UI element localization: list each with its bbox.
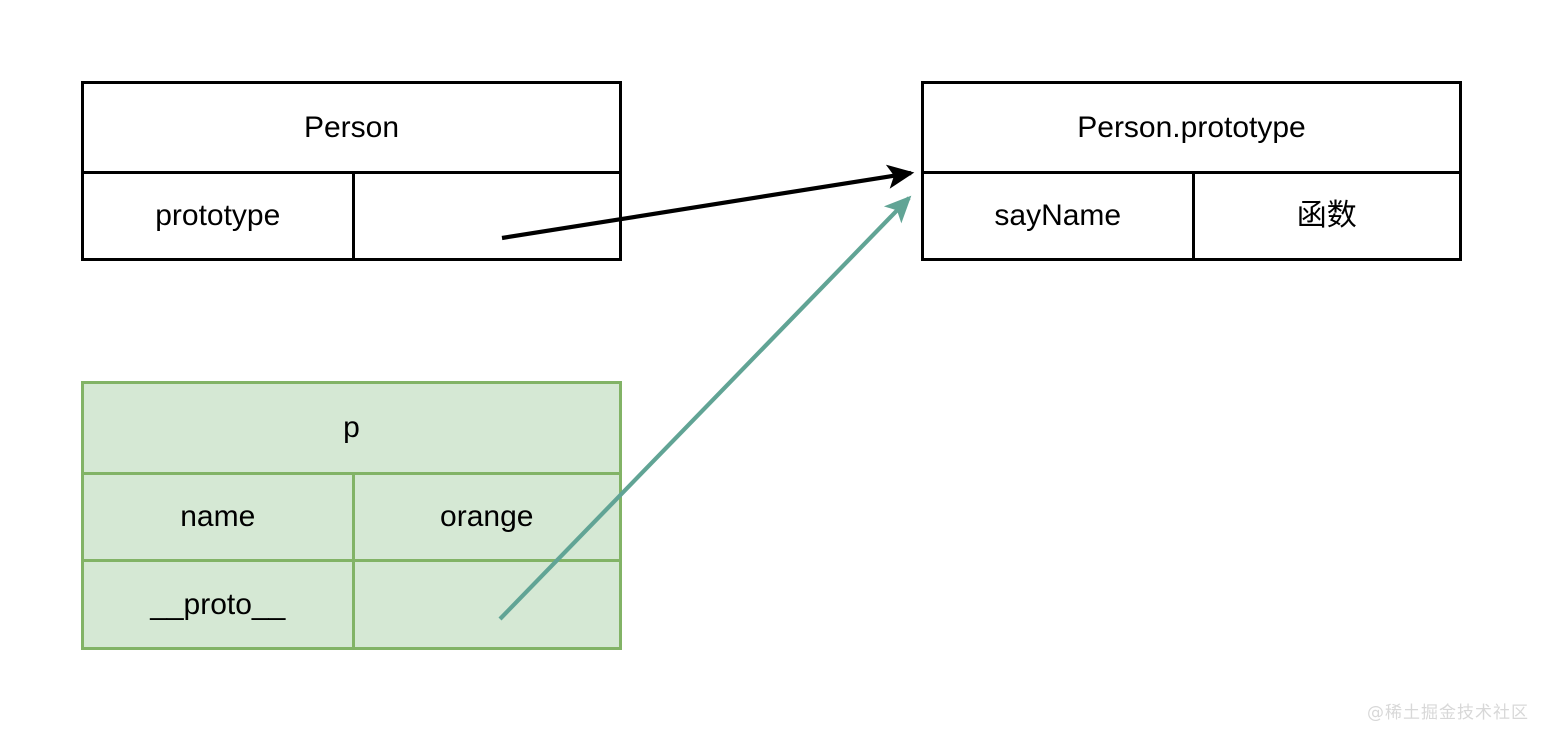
instance-p-name-value-cell: orange [351, 474, 620, 560]
sayname-key-cell: sayName [994, 199, 1122, 232]
person-box: Person prototype [81, 81, 622, 261]
person-prototype-key-cell: prototype [155, 199, 281, 232]
instance-p-name-row: name orange [84, 471, 620, 560]
sayname-value-cell: 函数 [1191, 174, 1460, 258]
person-box-property-row: prototype [84, 171, 619, 258]
person-prototype-box-property-row: sayName 函数 [924, 171, 1459, 258]
instance-p-box-title: p [343, 410, 360, 444]
watermark: @稀土掘金技术社区 [1367, 703, 1529, 723]
instance-p-box: p name orange __proto__ [81, 381, 622, 650]
person-prototype-box-title: Person.prototype [1077, 110, 1306, 144]
person-prototype-box-header-row: Person.prototype [924, 84, 1459, 171]
person-box-title: Person [303, 110, 400, 144]
person-box-header-row: Person [84, 84, 619, 171]
person-prototype-box: Person.prototype sayName 函数 [921, 81, 1462, 261]
instance-p-box-header-row: p [84, 384, 619, 472]
instance-p-proto-value-cell [351, 562, 620, 647]
instance-p-name-key-cell: name [180, 500, 256, 534]
instance-p-proto-row: __proto__ [84, 559, 619, 647]
instance-p-proto-key-cell: __proto__ [150, 587, 286, 621]
person-prototype-value-cell [351, 174, 620, 258]
